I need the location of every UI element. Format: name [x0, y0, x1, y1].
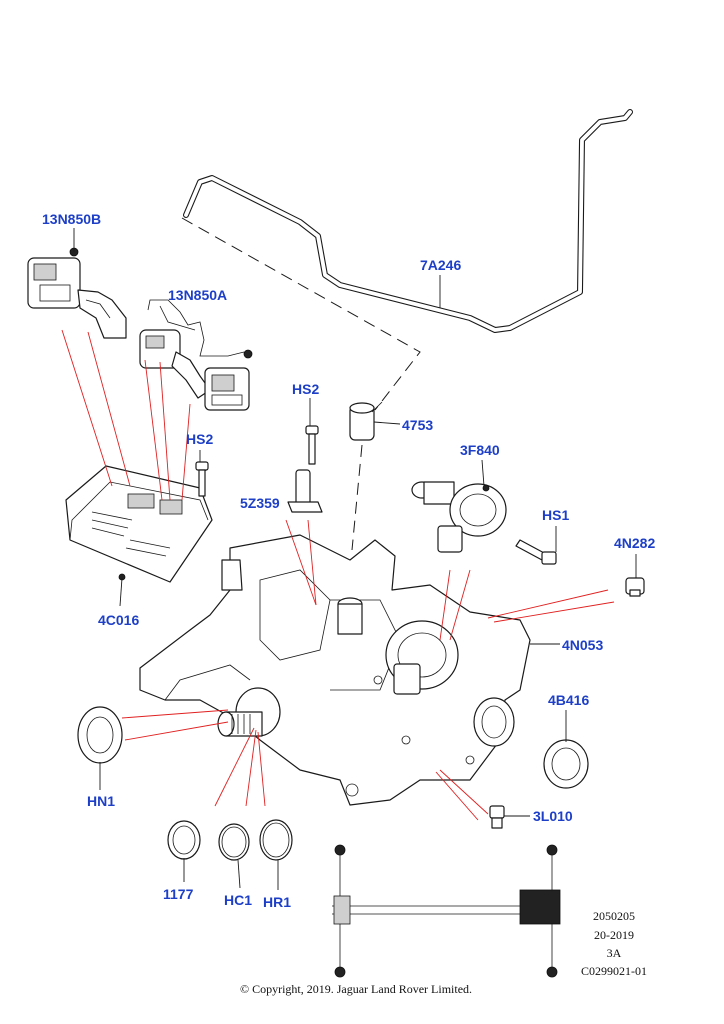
reference-line-2: 20-2019	[594, 928, 634, 942]
pipe-7A246	[183, 109, 633, 333]
harness-13N850B	[27, 247, 127, 339]
callout-13N850B: 13N850B	[42, 211, 101, 227]
transfer-case-4N053	[139, 534, 531, 806]
reference-line-3: 3A	[607, 946, 622, 960]
bolt-HS2-left	[195, 461, 209, 497]
callout-HS1: HS1	[542, 507, 569, 523]
callout-4C016: 4C016	[98, 612, 139, 628]
plug-3L010	[489, 805, 505, 829]
callout-1177: 1177	[163, 886, 194, 902]
reference-line-4: C0299021-01	[581, 964, 647, 978]
callout-4N053: 4N053	[562, 637, 603, 653]
callout-4B416: 4B416	[548, 692, 589, 708]
copyright-notice: © Copyright, 2019. Jaguar Land Rover Lim…	[240, 982, 472, 996]
harness-13N850A	[139, 299, 253, 411]
reference-line-1: 2050205	[593, 909, 635, 923]
callout-HC1: HC1	[224, 892, 252, 908]
callout-5Z359: 5Z359	[240, 495, 280, 511]
callout-7A246: 7A246	[420, 257, 461, 273]
callout-leaders	[73, 228, 637, 890]
ring-HR1	[259, 819, 293, 861]
callout-HN1: HN1	[87, 793, 115, 809]
leader-lines	[61, 329, 615, 821]
pipe-routing-dashed-line	[181, 217, 421, 411]
callout-HS2-top: HS2	[292, 381, 319, 397]
seal-HN1	[77, 706, 123, 764]
callout-4N282: 4N282	[614, 535, 655, 551]
drivetrain-locator-icon	[332, 844, 561, 978]
callout-3F840: 3F840	[460, 442, 500, 458]
ring-HC1	[218, 823, 250, 861]
callout-13N850A: 13N850A	[168, 287, 227, 303]
bolt-HS1	[515, 539, 557, 565]
callout-HR1: HR1	[263, 894, 291, 910]
sensor-5Z359	[287, 469, 323, 513]
callout-3L010: 3L010	[533, 808, 573, 824]
seal-4B416	[543, 739, 589, 789]
actuator-3F840	[411, 481, 507, 553]
sensor-routing-dashed-line	[351, 444, 363, 551]
callout-HS2-left: HS2	[186, 431, 213, 447]
control-module-4C016	[65, 464, 213, 583]
sensor-4753	[349, 401, 383, 441]
ring-1177	[167, 820, 201, 860]
callout-4753: 4753	[402, 417, 433, 433]
bolt-HS2-top	[305, 425, 319, 465]
plug-4N282	[625, 577, 645, 597]
